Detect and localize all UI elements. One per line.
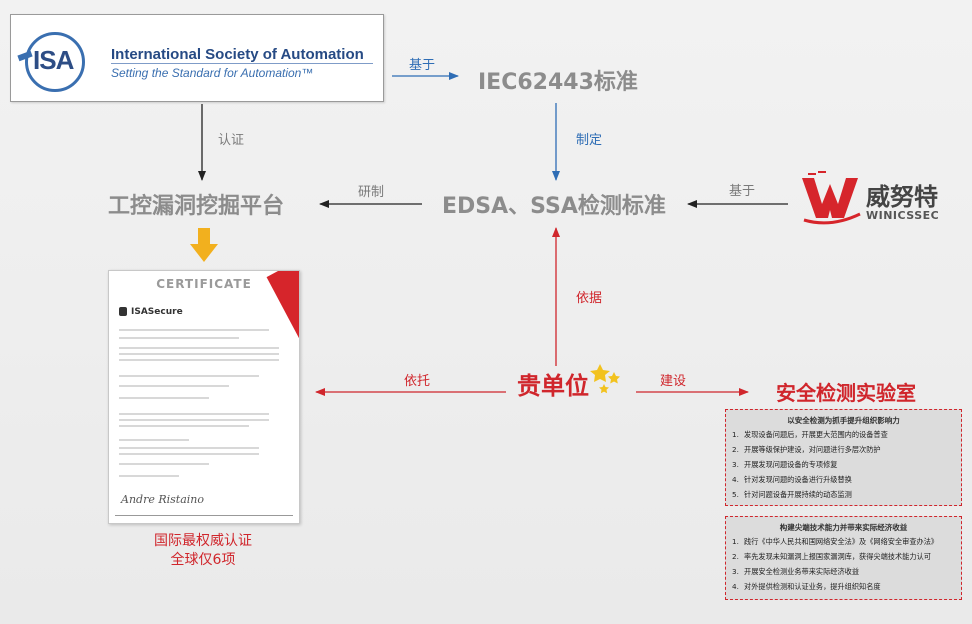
certificate-text-line xyxy=(119,447,259,449)
certificate-text-line xyxy=(119,353,279,355)
panel-heading: 构建尖端技术能力并带来实际经济收益 xyxy=(779,523,908,532)
certificate-caption-line2: 全球仅6项 xyxy=(170,552,236,568)
node-security-lab: 安全检测实验室 xyxy=(776,381,916,405)
isa-tagline: Setting the Standard for Automation™ xyxy=(111,66,314,80)
certificate-text-line xyxy=(119,385,229,387)
isa-divider xyxy=(111,63,373,64)
winicssec-logo-icon xyxy=(802,171,861,225)
edge-label-unit-cert: 依托 xyxy=(404,374,431,389)
panel-list-item: 2.率先发现未知漏洞上报国家漏洞库，获得尖端技术能力认可 xyxy=(732,552,931,561)
node-platform: 工控漏洞挖掘平台 xyxy=(108,194,285,219)
certificate-text-line xyxy=(119,439,189,441)
certificate-caption-line1: 国际最权威认证 xyxy=(154,533,252,549)
panel-list-item: 4.对外提供检测和认证业务，提升组织知名度 xyxy=(732,582,881,591)
panel-influence: 以安全检测为抓手提升组织影响力 1.发现设备问题后，开展更大范围内的设备普查 2… xyxy=(725,409,962,506)
certificate-text-line xyxy=(119,425,249,427)
certificate-text-line xyxy=(119,463,209,465)
edge-label-winicssec-edsa: 基于 xyxy=(729,184,756,199)
panel-list-item: 2.开展等级保护建设，对问题进行多层次防护 xyxy=(732,445,881,454)
certificate-text-line xyxy=(119,337,239,339)
edge-label-isa-iec: 基于 xyxy=(409,58,436,73)
panel-list-item: 3.开展安全检测业务带来实际经济收益 xyxy=(732,567,860,576)
node-your-unit: 贵单位 xyxy=(517,372,589,400)
certificate-text-line xyxy=(119,397,209,399)
panel-list-item: 3.开展发现问题设备的专项修复 xyxy=(732,460,838,469)
certificate-title: CERTIFICATE xyxy=(156,277,252,291)
edge-label-isa-platform: 认证 xyxy=(218,133,245,148)
down-arrow-icon xyxy=(190,228,218,262)
winicssec-name-cn: 威努特 xyxy=(866,183,938,211)
certificate-image: CERTIFICATE ISASecure Andre Ristaino xyxy=(108,270,300,524)
certificate-brand: ISASecure xyxy=(131,307,183,317)
lock-icon xyxy=(119,307,127,316)
winicssec-name-en: WINICSSEC xyxy=(866,209,940,222)
certificate-text-line xyxy=(119,475,179,477)
edge-label-edsa-platform: 研制 xyxy=(358,185,385,200)
certificate-text-line xyxy=(119,419,269,421)
certificate-text-line xyxy=(119,347,279,349)
node-edsa-ssa: EDSA、SSA检测标准 xyxy=(442,194,666,219)
panel-list-item: 1.践行《中华人民共和国网络安全法》及《网络安全审查办法》 xyxy=(732,537,939,546)
isa-logo-letters: ISA xyxy=(33,45,74,75)
certificate-footer-rule xyxy=(115,515,293,516)
panel-heading: 以安全检测为抓手提升组织影响力 xyxy=(787,416,900,425)
isa-logo-icon xyxy=(25,32,85,92)
edge-label-unit-lab: 建设 xyxy=(660,374,687,389)
node-iec62443: IEC62443标准 xyxy=(478,70,638,95)
panel-economic: 构建尖端技术能力并带来实际经济收益 1.践行《中华人民共和国网络安全法》及《网络… xyxy=(725,516,962,600)
isa-name: International Society of Automation xyxy=(111,46,364,63)
certificate-text-line xyxy=(119,375,259,377)
certificate-text-line xyxy=(119,413,269,415)
panel-list-item: 1.发现设备问题后，开展更大范围内的设备普查 xyxy=(732,430,888,439)
certificate-text-line xyxy=(119,329,269,331)
stars-icon xyxy=(590,364,620,394)
isa-logo-box: ISA International Society of Automation … xyxy=(10,14,384,102)
edge-label-iec-edsa: 制定 xyxy=(576,133,603,148)
certificate-text-line xyxy=(119,453,259,455)
certificate-signature: Andre Ristaino xyxy=(121,493,204,506)
panel-list-item: 5.针对问题设备开展持续的动态监测 xyxy=(732,490,852,499)
panel-list-item: 4.针对发现问题的设备进行升级替换 xyxy=(732,475,852,484)
certificate-text-line xyxy=(119,359,279,361)
edge-label-unit-edsa: 依据 xyxy=(576,291,603,306)
